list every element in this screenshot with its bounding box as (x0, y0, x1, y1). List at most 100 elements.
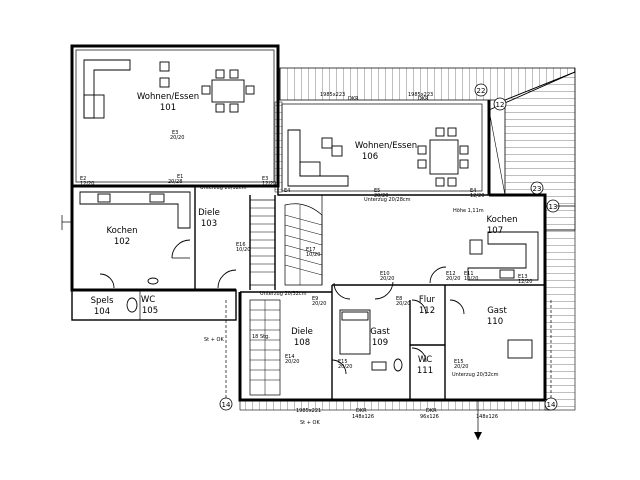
kitchen-counter-107 (467, 231, 539, 281)
e4-label-b: E4 (470, 188, 476, 194)
e17-label: E17 (306, 247, 316, 253)
kitchen-counter-102 (79, 191, 191, 229)
svg-text:23: 23 (533, 185, 542, 193)
e3-label: E3 (262, 176, 268, 182)
e15-label: E15 (338, 359, 348, 365)
e10-label: E10 (380, 271, 390, 277)
dkr-label-1: DKR (348, 96, 359, 102)
room-number-111: 111 (417, 366, 433, 376)
axis-marker-12: 12 (493, 97, 507, 111)
sofa-106 (287, 129, 349, 187)
dkr-label-3: DKR (356, 408, 367, 414)
section-marker-left (61, 215, 72, 230)
room-number-105: 105 (142, 306, 158, 316)
dim-label-l: 20/20 (338, 364, 352, 370)
sanitary-fixtures (126, 277, 403, 372)
window-label-3: 1985x221 (296, 408, 321, 414)
svg-text:12: 12 (496, 101, 505, 109)
room-name-102: Kochen (106, 226, 137, 236)
dim-label-c: 12/20 (262, 181, 276, 187)
room-name-101: Wohnen/Essen (137, 92, 199, 102)
e15-label-b: E15 (454, 359, 464, 365)
room-name-111: WC (418, 355, 432, 365)
dim-label-d: 20/20 (374, 193, 388, 199)
room-number-107: 107 (487, 226, 503, 236)
axis-marker-22: 22 (474, 83, 488, 97)
coffee-tables-106 (321, 137, 343, 157)
window-label-2: 1985x223 (408, 92, 433, 98)
dining-table-106 (417, 127, 469, 187)
unterzug-label-3: Unterzug 20/32cm (260, 291, 307, 297)
unterzug-label-1: Unterzug 20/32cm (200, 185, 247, 191)
dim-label-q: 20/20 (312, 301, 326, 307)
axis-marker-14-right: 14 (544, 397, 558, 411)
room-number-103: 103 (201, 219, 217, 229)
e3-label-b: E3 (172, 130, 178, 136)
room-number-112: 112 (419, 306, 435, 316)
room-name-103: Diele (198, 208, 220, 218)
unterzug-label-2: Unterzug 20/28cm (364, 197, 411, 203)
bed-109 (339, 309, 371, 355)
svg-text:14: 14 (547, 401, 556, 409)
dkr-label-4: DKR (426, 408, 437, 414)
e5-label: E5 (374, 188, 380, 194)
axis-marker-23: 23 (530, 181, 544, 195)
dim-label-f: 20/20 (170, 135, 184, 141)
desk-110 (507, 339, 533, 359)
room-name-112: Flur (419, 295, 436, 305)
room-number-108: 108 (294, 338, 310, 348)
room-name-106: Wohnen/Essen (355, 141, 417, 151)
dim-label-o: 10/20 (306, 252, 320, 258)
e13-label: E13 (518, 274, 528, 280)
dim-label-p: 20/20 (396, 301, 410, 307)
dkr-label-2: DKR (418, 96, 429, 102)
room-number-102: 102 (114, 237, 130, 247)
hoehe-label: Höhe 1,11m (453, 208, 484, 214)
dim-label-m: 20/20 (454, 364, 468, 370)
e2-label: E2 (80, 176, 86, 182)
dim-label-b: 12/20 (80, 181, 94, 187)
dim-label-g: 20/20 (380, 276, 394, 282)
dim-label-j: 12/20 (518, 279, 532, 285)
coffee-tables-101 (159, 61, 170, 88)
dim-label-k: 20/20 (285, 359, 299, 365)
st-ok-label-2: St + OK (300, 420, 320, 426)
room-number-110: 110 (487, 317, 503, 327)
dim-label-a: 20/28 (168, 179, 182, 185)
svg-text:14: 14 (222, 401, 231, 409)
entrance-marker (474, 400, 482, 440)
room-number-104: 104 (94, 307, 110, 317)
window-label-5: 96x126 (420, 414, 439, 420)
window-label-6: 148x126 (476, 414, 498, 420)
room-name-110: Gast (487, 306, 507, 316)
room-name-104: Spels (91, 296, 114, 306)
sofa-101 (83, 59, 131, 119)
window-label-1: 1985x223 (320, 92, 345, 98)
e14-label: E14 (285, 354, 295, 360)
room-name-108: Diele (291, 327, 313, 337)
dim-label-i: 10/20 (464, 276, 478, 282)
room-number-106: 106 (362, 152, 378, 162)
e12-label: E12 (446, 271, 456, 277)
e11-label: E11 (464, 271, 474, 277)
window-label-4: 148x126 (352, 414, 374, 420)
e1-label: E1 (177, 174, 183, 180)
st-ok-label-1: St + OK (204, 337, 224, 343)
dining-table-101 (201, 69, 255, 113)
e9-label: E9 (312, 296, 318, 302)
svg-text:13: 13 (549, 203, 558, 211)
room-name-109: Gast (370, 327, 390, 337)
unterzug-label-4: Unterzug 20/32cm (452, 372, 499, 378)
dim-label-h: 20/20 (446, 276, 460, 282)
dim-label-n: 10/20 (236, 247, 250, 253)
door-swings (99, 239, 465, 375)
exterior-walls (70, 44, 547, 402)
staircase (249, 199, 323, 396)
svg-text:22: 22 (477, 87, 486, 95)
e8-label: E8 (396, 296, 402, 302)
e16-label: E16 (236, 242, 246, 248)
stair-steps-label: 18 Stg. (252, 334, 270, 340)
room-number-109: 109 (372, 338, 388, 348)
room-name-105: WC (141, 295, 155, 305)
e4-label: E4 (284, 188, 290, 194)
